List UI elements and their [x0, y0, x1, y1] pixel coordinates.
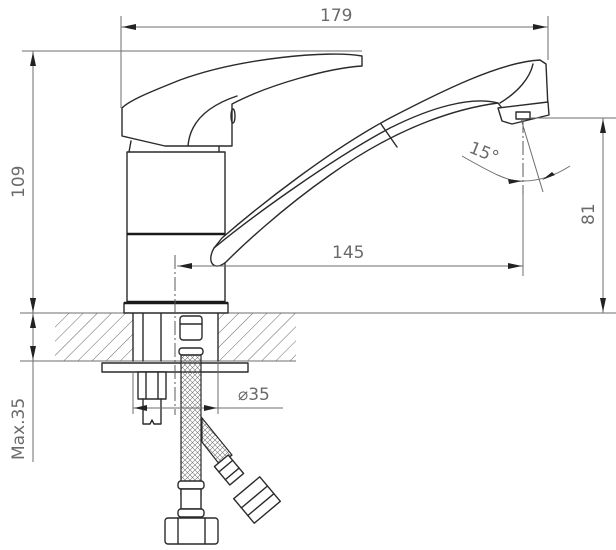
dimension-outlet-height: 81	[530, 117, 616, 313]
dimension-label-145: 145	[332, 243, 364, 263]
swivel-spout	[210, 59, 550, 267]
dimension-aerator-angle: 15°	[461, 138, 571, 184]
hose-nut	[232, 476, 282, 524]
dimension-overall-length: 179	[120, 6, 549, 108]
lever-handle	[121, 53, 363, 147]
mounting-shank	[132, 312, 219, 362]
dimension-label-dia35: ⌀35	[238, 385, 270, 405]
flexible-hose-angled	[201, 416, 282, 524]
valve-body	[123, 140, 229, 314]
dimension-label-179: 179	[320, 6, 352, 26]
countertop-section	[20, 312, 616, 362]
dimension-hole-diameter: ⌀35	[132, 361, 283, 414]
dimension-label-15deg: 15°	[466, 138, 501, 168]
dimension-label-109: 109	[9, 166, 29, 198]
dimension-countertop-thickness: Max.35	[9, 298, 45, 462]
angle-line-aerator	[520, 118, 544, 193]
dimension-label-max35: Max.35	[9, 398, 29, 460]
hose-nut	[164, 517, 219, 545]
dimension-overall-height: 109	[9, 50, 362, 313]
dimension-spout-reach: 145	[177, 195, 524, 276]
flexible-hose-vertical	[164, 315, 219, 545]
mounting-stud	[137, 371, 167, 425]
dimension-label-81: 81	[579, 203, 599, 225]
